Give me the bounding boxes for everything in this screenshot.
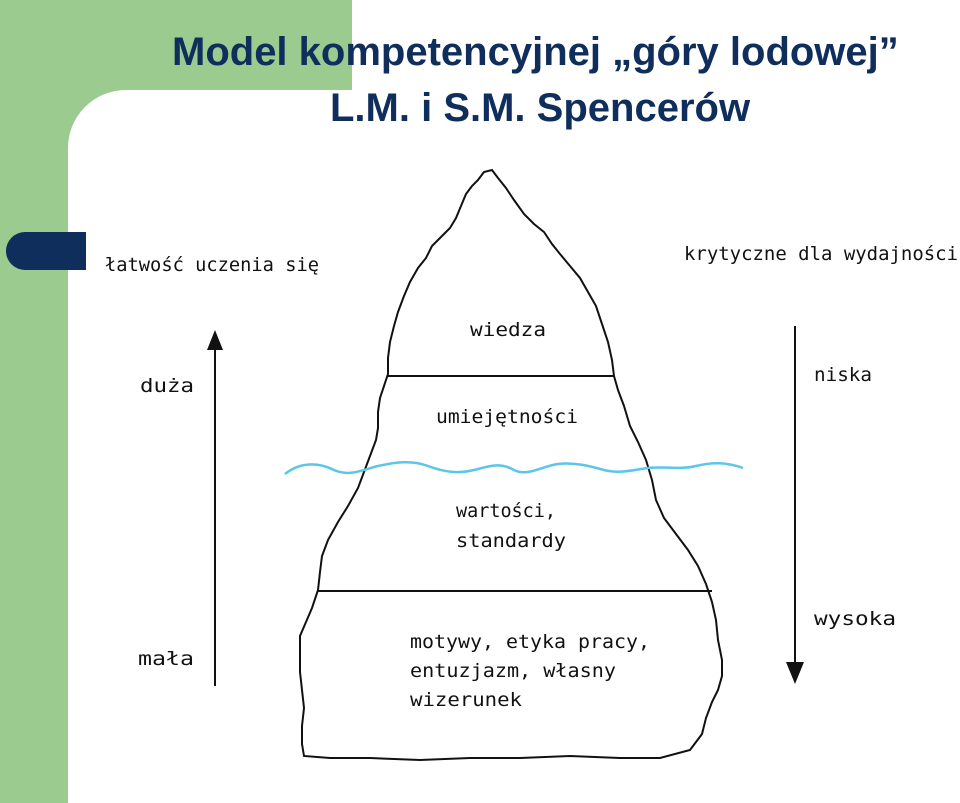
left-axis-heading: łatwość uczenia się [105, 254, 319, 276]
slide-title-line-2: L.M. i S.M. Spencerów [330, 86, 751, 130]
layer-label-values-line-1: wartości, [456, 500, 556, 522]
layer-label-motives-line-2: entuzjazm, własny [410, 660, 616, 682]
slide-tab-marker [6, 232, 86, 270]
iceberg-outline [299, 168, 723, 762]
arrow-up-icon [207, 330, 223, 350]
layer-label-values-line-2: standardy [456, 530, 566, 552]
arrow-down-icon [786, 662, 804, 684]
right-axis-heading: krytyczne dla wydajności [684, 243, 958, 265]
layer-label-skills: umiejętności [436, 406, 578, 428]
slide-title-line-1: Model kompetencyjnej „góry lodowej” [172, 30, 899, 74]
layer-label-motives-line-1: motywy, etyka pracy, [410, 631, 650, 653]
layer-label-motives-line-3: wizerunek [410, 689, 523, 711]
left-axis-bottom-label: mała [138, 648, 194, 670]
waterline [284, 461, 744, 475]
left-axis-top-label: duża [140, 375, 194, 397]
right-axis-bottom-label: wysoka [814, 608, 896, 630]
right-axis-top-label: niska [814, 364, 872, 386]
layer-label-knowledge: wiedza [470, 319, 546, 341]
content-panel [68, 90, 960, 803]
